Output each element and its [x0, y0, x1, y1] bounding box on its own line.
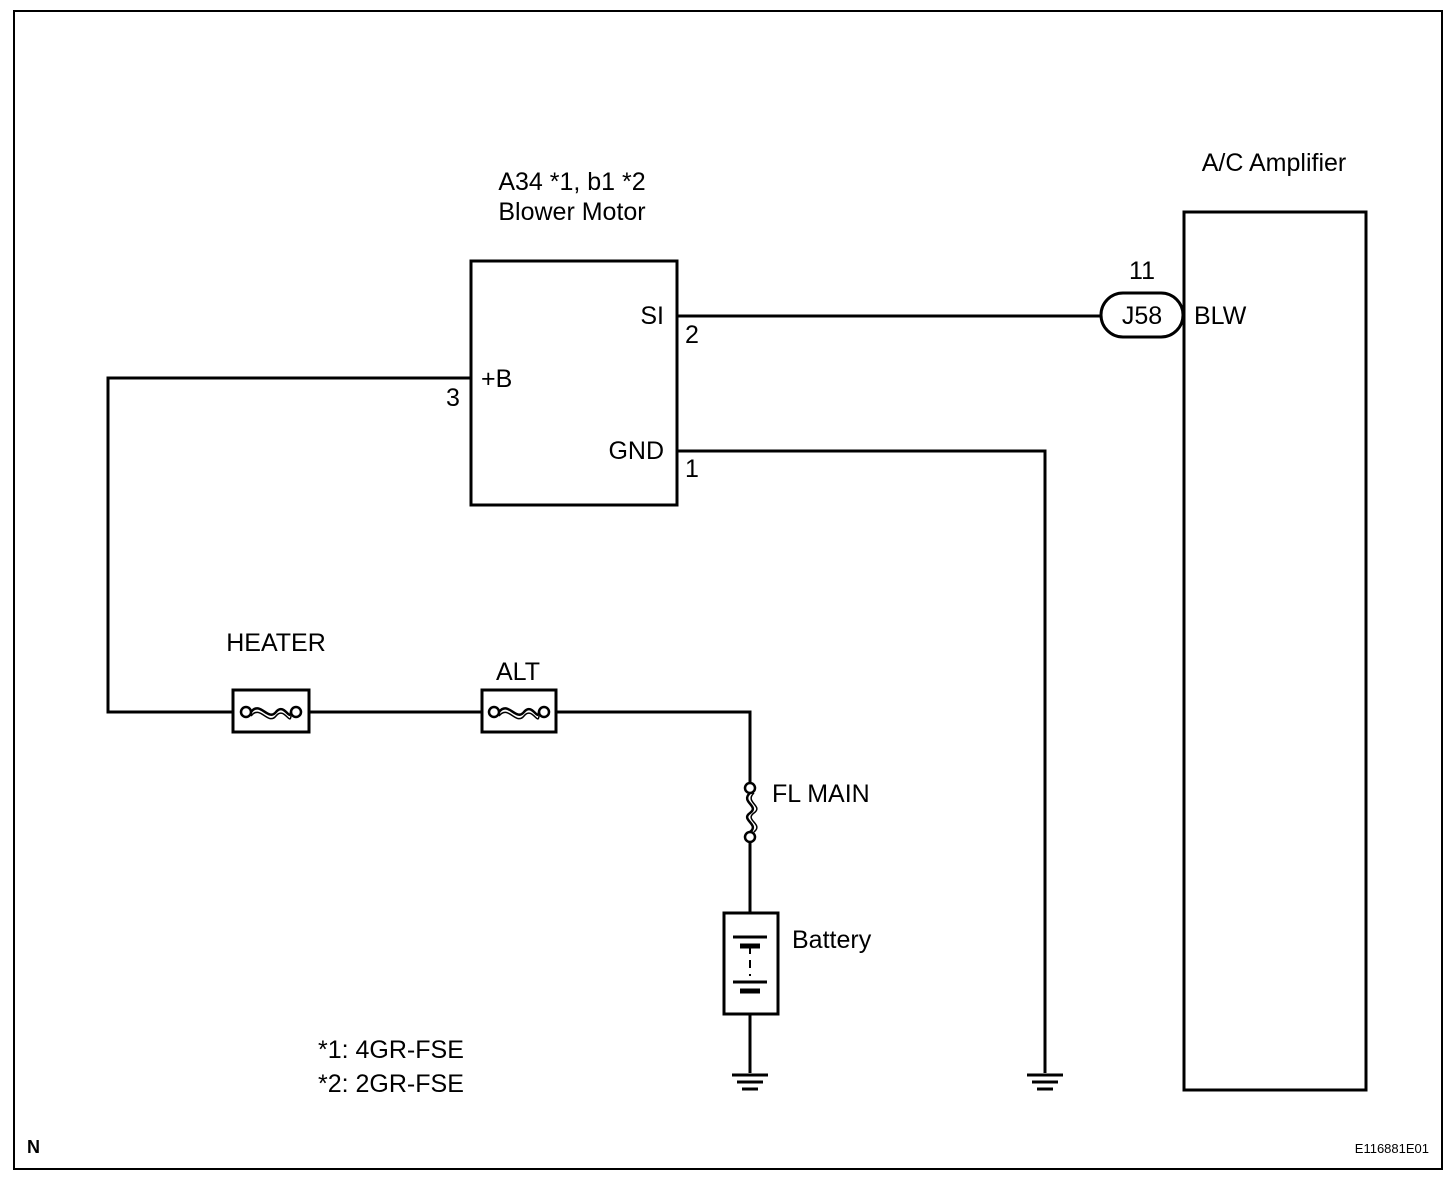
- pin-si-label: SI: [640, 302, 664, 330]
- fuse-heater-icon: [231, 688, 311, 734]
- pin-si-number: 2: [685, 321, 699, 349]
- pin-gnd-label: GND: [608, 437, 664, 465]
- blower-motor-title: Blower Motor: [498, 198, 645, 226]
- fuse-alt-icon: [480, 688, 558, 734]
- wire-alt-to-flmain: [556, 710, 752, 783]
- ground-icon: [1027, 1073, 1063, 1091]
- fusible-link-icon: [743, 781, 758, 844]
- amplifier-pin-label: BLW: [1194, 302, 1247, 330]
- blower-motor-id: A34 *1, b1 *2: [498, 168, 645, 196]
- footer-mark: N: [27, 1137, 40, 1157]
- amplifier-pin-number: 11: [1129, 257, 1155, 285]
- battery-icon: [722, 911, 780, 1016]
- ground-icon: [732, 1073, 768, 1091]
- pin-gnd-number: 1: [685, 455, 699, 483]
- diagram-border: [13, 10, 1443, 1170]
- fuse-alt-label: ALT: [496, 658, 540, 686]
- wire-gnd: [677, 449, 1047, 1073]
- note-1: *1: 4GR-FSE: [318, 1036, 464, 1064]
- wire-b-to-heater: [106, 376, 471, 714]
- battery-label: Battery: [792, 926, 872, 954]
- amplifier-title: A/C Amplifier: [1202, 149, 1346, 177]
- blower-motor-box: [469, 259, 679, 507]
- pin-b-label: +B: [481, 365, 512, 393]
- pin-b-number: 3: [446, 384, 460, 412]
- note-2: *2: 2GR-FSE: [318, 1070, 464, 1098]
- amplifier-box: [1182, 210, 1368, 1092]
- fuse-flmain-label: FL MAIN: [772, 780, 870, 808]
- figure-code: E116881E01: [1355, 1141, 1429, 1156]
- fuse-heater-label: HEATER: [226, 629, 326, 657]
- connector-j58-label: J58: [1122, 302, 1162, 330]
